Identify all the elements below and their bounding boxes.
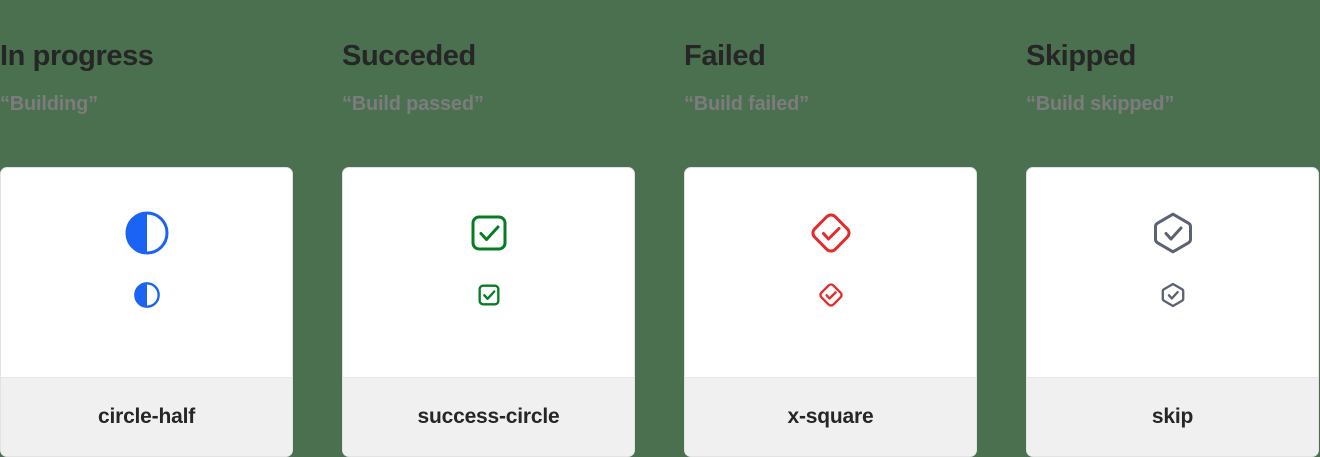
circle-half-icon: [123, 209, 171, 257]
success-circle-icon-small: [475, 281, 503, 309]
column-subtitle: “Build failed”: [684, 93, 809, 115]
circle-half-icon-small: [133, 281, 161, 309]
icon-card-skip[interactable]: skip: [1026, 167, 1319, 457]
icon-card-footer: success-circle: [343, 377, 634, 456]
icon-name-label: success-circle: [417, 405, 560, 428]
icon-card-success-circle[interactable]: success-circle: [342, 167, 635, 457]
x-square-icon: [807, 209, 855, 257]
column-subtitle: “Building”: [0, 93, 98, 115]
icon-card-footer: x-square: [685, 377, 976, 456]
column-title: Failed: [684, 40, 766, 72]
column-subtitle: “Build skipped”: [1026, 93, 1175, 115]
skip-icon: [1149, 209, 1197, 257]
column-title: Succeded: [342, 40, 476, 72]
icon-card-body: [1, 168, 292, 377]
icon-card-footer: skip: [1027, 377, 1318, 456]
column-title: In progress: [0, 40, 154, 72]
column-title: Skipped: [1026, 40, 1136, 72]
icon-name-label: skip: [1151, 405, 1194, 428]
icon-name-label: x-square: [787, 405, 874, 428]
column-subtitle: “Build passed”: [342, 93, 484, 115]
icon-card-footer: circle-half: [1, 377, 292, 456]
icon-card-body: [343, 168, 634, 377]
status-column-in-progress: In progress “Building”: [0, 0, 342, 457]
icon-card-x-square[interactable]: x-square: [684, 167, 977, 457]
success-circle-icon: [465, 209, 513, 257]
skip-icon-small: [1159, 281, 1187, 309]
x-square-icon-small: [817, 281, 845, 309]
icon-card-body: [685, 168, 976, 377]
icon-card-circle-half[interactable]: circle-half: [0, 167, 293, 457]
status-column-skipped: Skipped “Build skipped”: [1026, 0, 1320, 457]
status-column-failed: Failed “Build failed”: [684, 0, 1026, 457]
status-column-succeded: Succeded “Build passed”: [342, 0, 684, 457]
icon-card-body: [1027, 168, 1318, 377]
icon-name-label: circle-half: [97, 405, 195, 428]
